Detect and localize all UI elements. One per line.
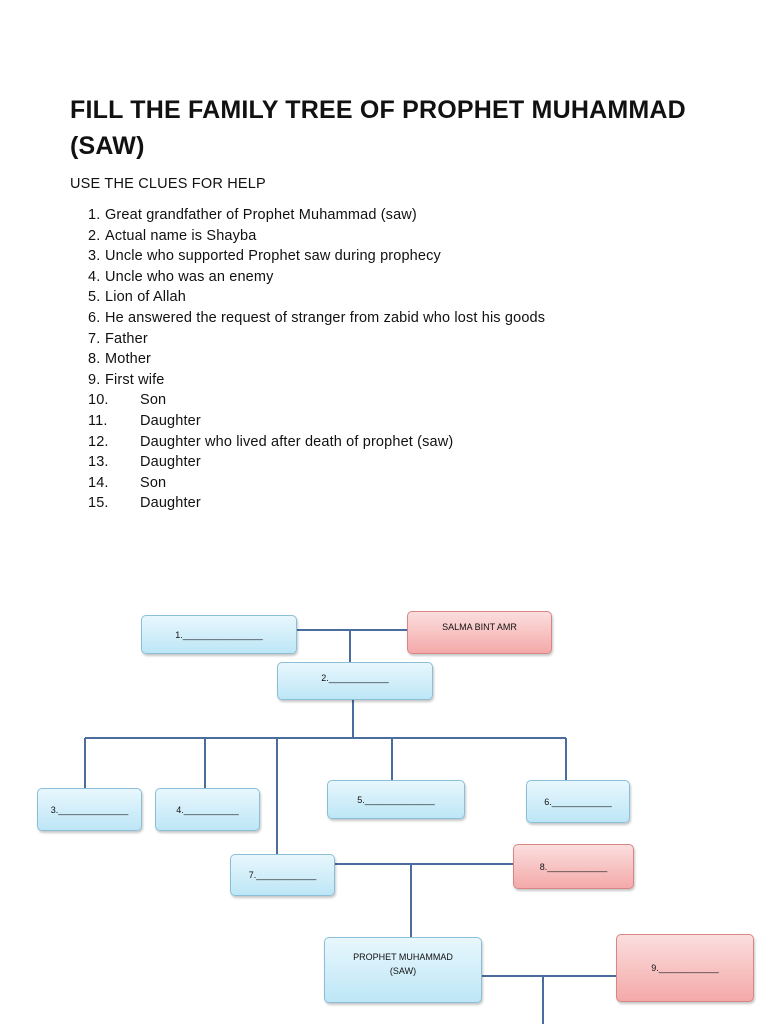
clue-item: 4.Uncle who was an enemy [88, 267, 545, 288]
clue-item: 12. Daughter who lived after death of pro… [88, 432, 545, 453]
clue-item: 11. Daughter [88, 411, 545, 432]
clue-number: 7. [88, 330, 101, 347]
clue-item: 7.Father [88, 329, 545, 350]
clue-item: 2.Actual name is Shayba [88, 226, 545, 247]
box-label: 5.______________ [357, 794, 435, 805]
clue-text: Daughter [140, 412, 201, 429]
clue-number: 10. [88, 392, 109, 409]
box-7-father: 7.____________ [230, 854, 335, 896]
box-label: 6.____________ [544, 796, 612, 807]
clue-number: 2. [88, 227, 101, 244]
box-label: 2.____________ [321, 673, 389, 683]
box-label: 1.________________ [175, 629, 263, 640]
box-label: SALMA BINT AMR [442, 622, 517, 632]
clue-text: First wife [105, 371, 165, 388]
box-9-first-wife: 9.____________ [616, 934, 754, 1002]
worksheet-title: FILL THE FAMILY TREE OF PROPHET MUHAMMAD… [70, 96, 686, 160]
clue-number: 1. [88, 207, 101, 223]
box-8-mother: 8.____________ [513, 844, 634, 889]
box-label: 3.______________ [50, 804, 129, 815]
clue-text: Daughter who lived after death of prophe… [140, 433, 454, 450]
clue-item: 8.Mother [88, 349, 545, 370]
clue-text: Son [140, 474, 167, 491]
box-5-uncle: 5.______________ [327, 780, 465, 819]
clue-number: 3. [88, 248, 101, 265]
box-2-grandfather: 2.____________ [277, 662, 433, 700]
clue-text: Son [140, 392, 167, 409]
clue-number: 4. [88, 268, 101, 285]
box-label: PROPHET MUHAMMAD (SAW) [353, 952, 453, 976]
clue-number: 9. [88, 371, 101, 388]
clue-item: 3.Uncle who supported Prophet saw during… [88, 246, 545, 267]
clue-list: 1.Great grandfather of Prophet Muhammad … [88, 205, 545, 514]
clue-text: Uncle who was an enemy [105, 268, 274, 285]
box-label: 9.____________ [651, 963, 719, 973]
clue-item: 6.He answered the request of stranger fr… [88, 308, 545, 329]
clue-number: 5. [88, 289, 101, 306]
box-1-great-grandfather: 1.________________ [141, 615, 297, 654]
clue-item: 10. Son [88, 390, 545, 411]
clue-text: Father [105, 330, 148, 347]
clue-number: 12. [88, 433, 109, 450]
box-label: 4.___________ [176, 804, 239, 815]
subtitle: USE THE CLUES FOR HELP [70, 176, 266, 192]
clue-number: 13. [88, 454, 109, 471]
clue-text: Uncle who supported Prophet saw during p… [105, 248, 441, 265]
clue-text: Actual name is Shayba [105, 227, 257, 244]
clue-item: 9.First wife [88, 370, 545, 391]
clue-number: 14. [88, 474, 109, 491]
clue-item: 1.Great grandfather of Prophet Muhammad … [88, 205, 545, 226]
clue-item: 15. Daughter [88, 493, 545, 514]
box-label: 7.____________ [248, 870, 317, 880]
clue-text: Lion of Allah [105, 289, 186, 306]
clue-text: He answered the request of stranger from… [105, 309, 546, 326]
clue-text: Daughter [140, 454, 201, 471]
clue-number: 8. [88, 351, 101, 368]
clue-item: 14. Son [88, 473, 545, 494]
clue-item: 13. Daughter [88, 452, 545, 473]
clue-number: 6. [88, 309, 101, 326]
clue-item: 5.Lion of Allah [88, 287, 545, 308]
clue-text: Great grandfather of Prophet Muhammad (s… [105, 207, 417, 223]
clue-number: 15. [88, 495, 109, 512]
clue-number: 11. [88, 412, 108, 429]
box-salma-bint-amr: SALMA BINT AMR [407, 611, 552, 654]
box-6-uncle: 6.____________ [526, 780, 630, 823]
box-prophet-muhammad: PROPHET MUHAMMAD (SAW) [324, 937, 482, 1003]
box-3-uncle: 3.______________ [37, 788, 142, 831]
clue-text: Mother [105, 351, 152, 368]
clue-text: Daughter [140, 495, 201, 512]
box-4-uncle: 4.___________ [155, 788, 260, 831]
box-label: 8.____________ [539, 861, 608, 872]
